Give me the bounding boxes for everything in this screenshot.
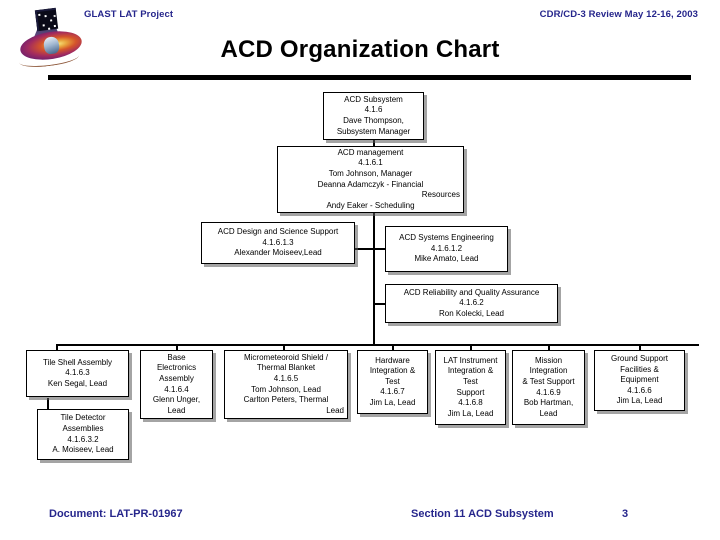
node-line: Jim La, Lead — [616, 396, 663, 406]
node-line: Andy Eaker - Scheduling — [326, 200, 415, 210]
node-line: Integration & — [369, 366, 416, 376]
connector-drop-lat-instrument — [470, 344, 472, 351]
node-line: Ground Support — [611, 354, 668, 364]
page-title: ACD Organization Chart — [220, 36, 500, 63]
node-line: & Test Support — [522, 376, 575, 386]
node-line: Deanna Adamczyk - Financial — [317, 179, 424, 189]
node-line: LAT Instrument — [443, 355, 498, 365]
node-line: 4.1.6.1.2 — [430, 243, 463, 253]
node-acd-systems-engineering[interactable]: ACD Systems Engineering 4.1.6.1.2 Mike A… — [385, 226, 508, 272]
header-project-label: GLAST LAT Project — [84, 9, 174, 20]
header-review-label: CDR/CD-3 Review May 12-16, 2003 — [539, 9, 698, 20]
node-line: Subsystem Manager — [336, 126, 411, 136]
node-line: ACD Subsystem — [344, 94, 403, 104]
node-line: Support — [456, 387, 485, 397]
node-line: Assembly — [159, 373, 194, 383]
node-acd-subsystem[interactable]: ACD Subsystem 4.1.6 Dave Thompson, Subsy… — [323, 92, 424, 140]
node-acd-reliability-quality-assurance[interactable]: ACD Reliability and Quality Assurance 4.… — [385, 284, 558, 323]
node-line: Electronics — [156, 363, 197, 373]
node-line: Hardware — [375, 355, 410, 365]
connector-tileshell-tiledetector — [47, 398, 49, 410]
connector-drop-base-electronics — [176, 344, 178, 351]
node-tile-shell-assembly[interactable]: Tile Shell Assembly 4.1.6.3 Ken Segal, L… — [26, 350, 129, 397]
node-line: Mission — [534, 355, 563, 365]
node-line: Facilities & — [620, 364, 659, 374]
connector-trunk-systems-engineering — [373, 248, 385, 250]
node-tile-detector-assemblies[interactable]: Tile Detector Assemblies 4.1.6.3.2 A. Mo… — [37, 409, 129, 460]
node-line: Test — [463, 376, 478, 386]
node-line: 4.1.6.8 — [458, 398, 483, 408]
node-line: 4.1.6.1.3 — [262, 237, 294, 247]
node-ground-support-facilities-equipment[interactable]: Ground Support Facilities & Equipment 4.… — [594, 350, 685, 411]
connector-trunk-reliability-qa — [373, 303, 385, 305]
node-line: Integration & — [447, 366, 494, 376]
footer-document-label: Document: LAT-PR-01967 — [49, 508, 183, 520]
node-line: 4.1.6.3.2 — [67, 434, 99, 444]
node-line: Equipment — [620, 375, 659, 385]
node-line: 4.1.6 — [364, 105, 383, 115]
connector-drop-ground-support — [639, 344, 641, 351]
node-line: A. Moiseev, Lead — [52, 445, 114, 455]
node-line: 4.1.6.2 — [459, 298, 484, 308]
connector-drop-hardware-it — [392, 344, 394, 351]
node-line: Glenn Unger, — [152, 395, 201, 405]
node-line: Lead — [167, 405, 186, 415]
title-divider — [48, 75, 691, 80]
node-mission-integration-test-support[interactable]: Mission Integration & Test Support 4.1.6… — [512, 350, 585, 425]
node-line: Base — [167, 352, 186, 362]
connector-drop-tile-shell — [56, 344, 58, 351]
node-line: Micrometeoroid Shield / — [243, 352, 329, 362]
node-acd-design-science-support[interactable]: ACD Design and Science Support 4.1.6.1.3… — [201, 222, 355, 264]
connector-bottom-bus — [56, 344, 699, 346]
node-line: 4.1.6.1 — [358, 158, 383, 168]
node-line: Dave Thompson, — [343, 116, 404, 125]
node-line: ACD management — [337, 147, 404, 157]
node-line: Lead — [326, 405, 344, 415]
node-line: Lead — [539, 408, 558, 418]
node-line: Tom Johnson, Lead — [251, 384, 321, 394]
connector-trunk-design-science — [354, 248, 374, 250]
connector-drop-mission-it — [548, 344, 550, 351]
node-line: Integration — [529, 366, 568, 376]
glast-mission-logo-icon — [18, 7, 84, 70]
node-line: 4.1.6.3 — [65, 368, 90, 378]
node-line: 4.1.6.5 — [273, 373, 299, 383]
node-line: 4.1.6.4 — [164, 384, 189, 394]
node-hardware-integration-test[interactable]: Hardware Integration & Test 4.1.6.7 Jim … — [357, 350, 428, 414]
connector-management-trunk — [373, 213, 375, 345]
node-line: Jim La, Lead — [369, 397, 416, 407]
node-base-electronics-assembly[interactable]: Base Electronics Assembly 4.1.6.4 Glenn … — [140, 350, 213, 419]
node-line: Assemblies — [62, 423, 104, 433]
node-line: 4.1.6.9 — [536, 387, 561, 397]
node-micrometeoroid-shield-thermal-blanket[interactable]: Micrometeoroid Shield / Thermal Blanket … — [224, 350, 348, 419]
node-line: 4.1.6.7 — [380, 387, 405, 397]
node-acd-management[interactable]: ACD management 4.1.6.1 Tom Johnson, Mana… — [277, 146, 464, 213]
node-line: Tom Johnson, Manager — [328, 168, 413, 178]
node-line: Ron Kolecki, Lead — [439, 308, 504, 318]
node-line: Mike Amato, Lead — [414, 254, 479, 264]
node-line: Resources — [421, 190, 460, 200]
footer-page-number: 3 — [622, 508, 629, 520]
node-line: Thermal Blanket — [256, 363, 316, 373]
node-line: Ken Segal, Lead — [47, 378, 108, 388]
node-line: ACD Reliability and Quality Assurance — [403, 287, 540, 297]
node-line: Alexander Moiseev,Lead — [234, 248, 322, 258]
connector-drop-micrometeoroid — [283, 344, 285, 351]
node-line: ACD Design and Science Support — [217, 227, 339, 237]
node-line: Jim La, Lead — [447, 408, 494, 418]
node-line: Tile Shell Assembly — [42, 357, 113, 367]
node-line: 4.1.6.6 — [627, 385, 652, 395]
node-line: Tile Detector — [60, 413, 106, 423]
node-lat-instrument-integration-test-support[interactable]: LAT Instrument Integration & Test Suppor… — [435, 350, 506, 425]
node-line: Carlton Peters, Thermal — [243, 395, 329, 405]
node-line: Test — [385, 376, 400, 386]
node-line: ACD Systems Engineering — [399, 233, 494, 243]
footer-section-label: Section 11 ACD Subsystem — [411, 508, 554, 520]
node-line: Bob Hartman, — [523, 398, 574, 408]
